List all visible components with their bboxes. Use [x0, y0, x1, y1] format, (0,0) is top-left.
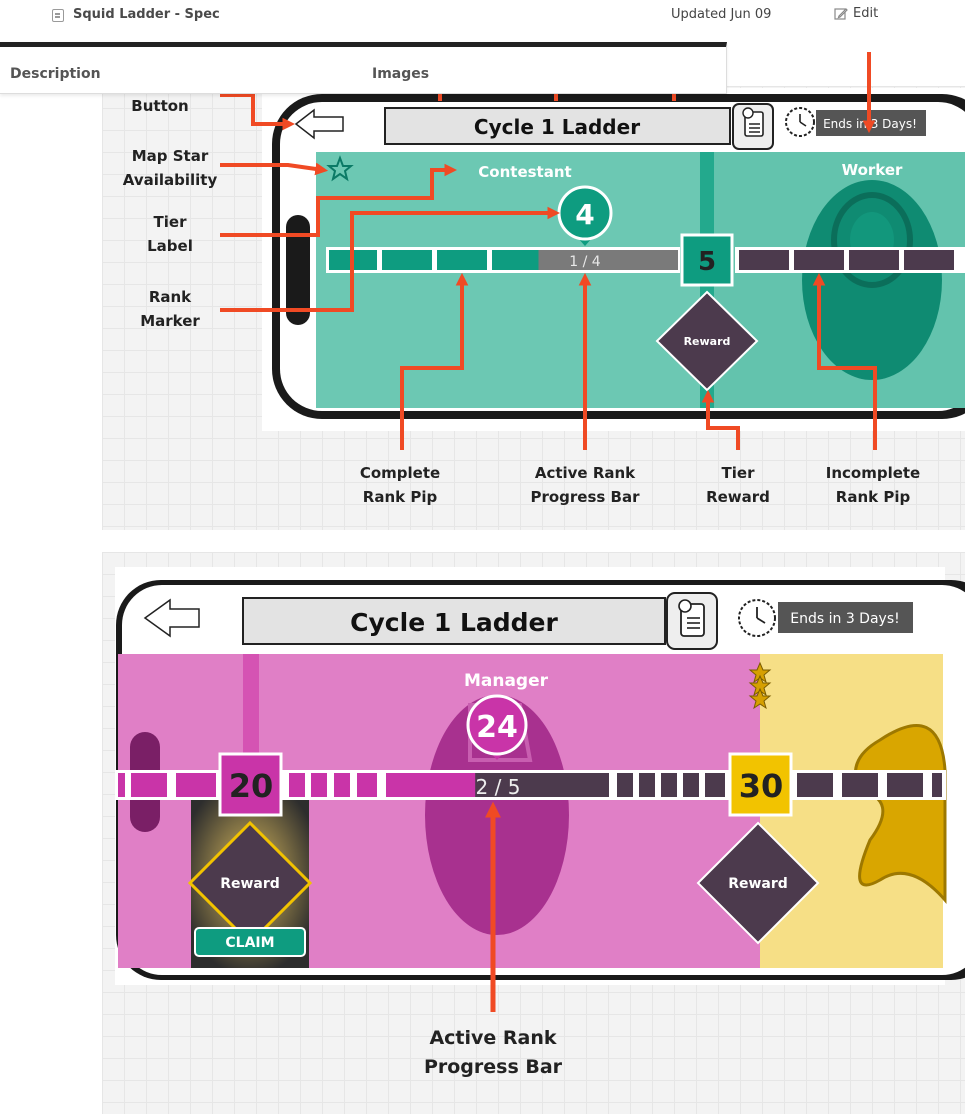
clipboard-icon[interactable] — [742, 107, 764, 137]
worker-mask — [802, 180, 942, 380]
rank-marker-2-value: 24 — [476, 710, 518, 745]
reward-diamond-right — [696, 821, 820, 945]
active-rank-progress-fill-2 — [386, 773, 476, 797]
tier-reward-label: Reward — [684, 335, 731, 348]
clipboard-icon-2[interactable] — [678, 599, 705, 637]
ladder-title: Cycle 1 Ladder — [474, 115, 640, 139]
active-rank-progress-text-2: 2 / 5 — [476, 775, 521, 799]
claim-label[interactable]: CLAIM — [225, 935, 274, 951]
document-title[interactable]: Squid Ladder - Spec — [73, 7, 220, 22]
reward-label-right: Reward — [728, 876, 788, 892]
incomplete-rank-pips — [739, 250, 954, 270]
tier-panel-contestant — [316, 152, 711, 408]
next-rank-value: 5 — [698, 247, 716, 277]
callout-complete-rank-pip: Complete Rank Pip — [359, 464, 441, 506]
map-star-icon — [326, 155, 354, 182]
pencil-icon — [834, 7, 848, 20]
edit-label: Edit — [853, 6, 879, 21]
mockup-1-illustration: Cycle 1 Ladder Ends in 3 Days! Contestan… — [220, 52, 965, 450]
column-header-images: Images — [372, 66, 430, 82]
map-star-icon-2 — [748, 661, 772, 710]
callout-button: Button — [131, 97, 189, 115]
callout-tier-reward: Tier Reward — [706, 464, 770, 506]
callout-incomplete-rank-pip: Incomplete Rank Pip — [825, 464, 921, 506]
tier-label-contestant: Contestant — [478, 163, 571, 181]
rank-box-20 — [218, 752, 283, 817]
tier-label-worker: Worker — [842, 161, 903, 179]
callout-map-star-availability: Map Star Availability — [122, 147, 218, 189]
updated-date: Updated Jun 09 — [671, 7, 772, 22]
next-rank-box — [680, 233, 734, 287]
timer-label-2: Ends in 3 Days! — [790, 611, 899, 627]
table-header: Description Images — [0, 42, 727, 94]
column-header-description: Description — [10, 66, 101, 82]
rank-marker-2 — [466, 694, 528, 756]
tier-label-manager: Manager — [464, 671, 549, 691]
mockup-2-illustration: Cycle 1 Ladder Ends in 3 Days! Manager R… — [115, 567, 965, 1012]
back-arrow-icon[interactable] — [294, 108, 344, 140]
rank-box-20-value: 20 — [229, 767, 274, 805]
callout-tier-label: Tier Label — [147, 213, 193, 255]
claim-button[interactable] — [194, 927, 306, 957]
callout-active-rank-progress-bar-2: Active Rank Progress Bar — [423, 1027, 563, 1078]
reward-label-left: Reward — [220, 876, 280, 892]
rank-box-30-value: 30 — [739, 767, 784, 805]
callout-active-rank-progress-bar: Active Rank Progress Bar — [530, 464, 640, 506]
rank-marker-value: 4 — [575, 198, 594, 231]
active-rank-progress-text: 1 / 4 — [569, 254, 601, 270]
ladder-title-2: Cycle 1 Ladder — [350, 608, 558, 637]
document-header: Squid Ladder - Spec Updated Jun 09 Edit — [0, 0, 965, 40]
active-rank-progress-fill — [492, 250, 539, 270]
complete-rank-pips-2 — [118, 773, 216, 797]
callout-rank-marker: Rank Marker — [140, 288, 200, 330]
edit-button[interactable]: Edit — [834, 6, 878, 21]
back-arrow-icon-2[interactable] — [143, 598, 200, 638]
rank-box-30 — [728, 752, 793, 817]
document-icon — [52, 9, 64, 22]
